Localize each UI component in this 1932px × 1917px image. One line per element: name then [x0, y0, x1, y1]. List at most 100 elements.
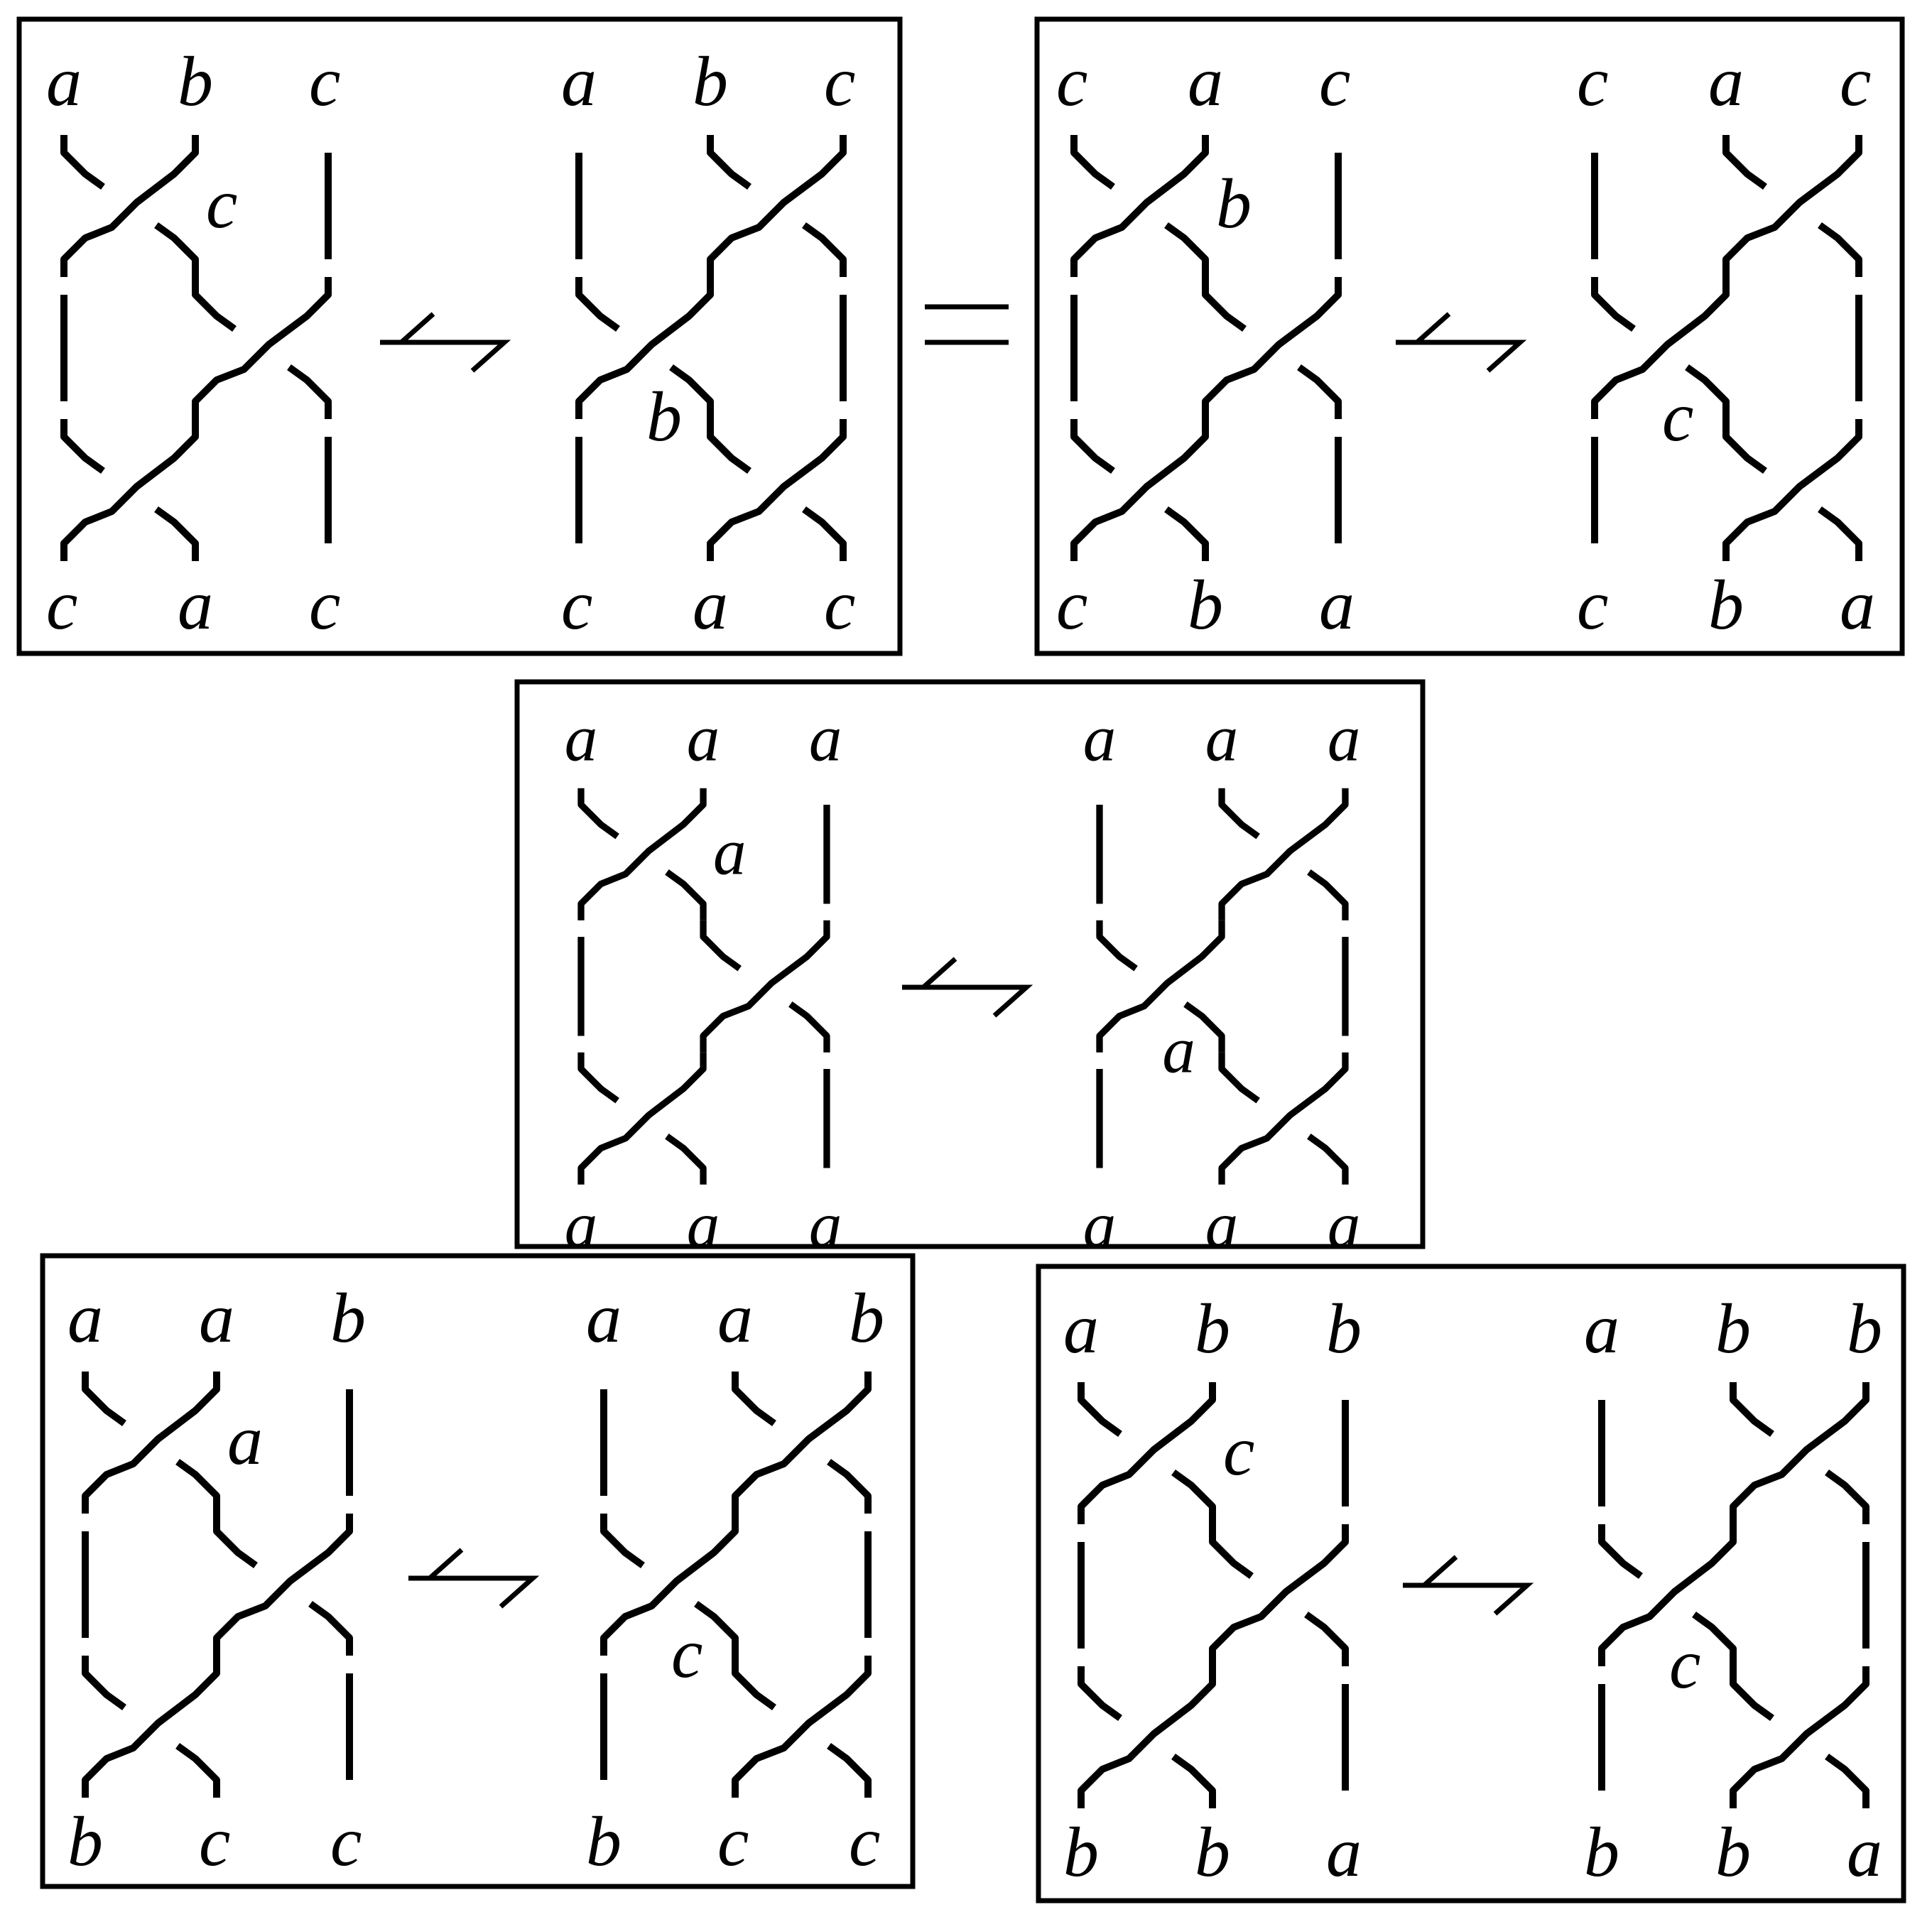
- crossing-1-under-a: [1730, 1382, 1774, 1438]
- panel-top-left-right-bottom-label-2: a: [693, 565, 728, 644]
- panel-top-right-harpoon-arrow-icon: [1396, 312, 1527, 373]
- panel-top-left-right-top-label-3: c: [824, 42, 855, 121]
- panel-middle-left-bottom-label-2: a: [687, 1189, 720, 1262]
- panel-middle-right-top-label-1: a: [1083, 702, 1117, 776]
- crossing-2-under-a: [1209, 1524, 1254, 1580]
- panel-top-left-frame: [16, 16, 903, 656]
- crossing-2-over: [1591, 277, 1730, 419]
- panel-top-right-right-bottom-label-1: c: [1577, 565, 1608, 644]
- crossing-2-under-a: [1598, 1524, 1643, 1580]
- crossing-1-under-a: [707, 135, 751, 190]
- panel-middle-frame: [514, 679, 1426, 1249]
- panel-middle-left-top-label-2: a: [687, 702, 720, 776]
- crossing-3-over: [1078, 1666, 1216, 1808]
- crossing-3-under-a: [1078, 1666, 1122, 1722]
- panel-top-left-left-top-label-3: c: [309, 42, 340, 121]
- crossing-3-under-a: [1722, 419, 1767, 474]
- crossing-1-under-b: [1818, 222, 1862, 277]
- crossing-3-under-a: [60, 419, 105, 474]
- crossing-2-under-a: [192, 277, 237, 332]
- crossing-1-under-b: [827, 1458, 872, 1514]
- crossing-2-over: [1598, 1524, 1737, 1666]
- crossing-2-under-b: [1692, 1611, 1737, 1666]
- panel-top-right-left-bottom-label-2: b: [1188, 565, 1223, 644]
- panel-bottom-left-right-top-label-3: b: [849, 1278, 884, 1357]
- crossing-3-under-a: [1730, 1666, 1774, 1722]
- panel-bottom-left-left-inner-label: a: [227, 1401, 263, 1479]
- crossing-2-over: [1202, 277, 1342, 419]
- panel-bottom-right-right-bottom-label-3: a: [1847, 1813, 1882, 1891]
- panel-bottom-right-left-bottom-label-1: b: [1063, 1813, 1099, 1891]
- panel-top-left-left-top-label-2: b: [178, 42, 213, 121]
- crossing-3-over: [707, 419, 847, 561]
- crossing-3-under-b: [827, 1742, 872, 1798]
- crossing-2-over: [213, 1514, 353, 1656]
- panel-bottom-left-left-top-label-2: a: [199, 1278, 234, 1357]
- crossing-3-under-b: [1164, 506, 1209, 561]
- crossing-1-under-a: [1218, 788, 1260, 840]
- crossing-1-under-a: [577, 788, 619, 840]
- crossing-1-over: [707, 135, 847, 277]
- crossing-3-over: [82, 1656, 220, 1798]
- panel-bottom-left-harpoon-arrow-icon: [408, 1548, 540, 1609]
- crossing-2-under-a: [1096, 920, 1138, 972]
- panel-bottom-right-left-top-label-3: b: [1326, 1289, 1362, 1368]
- panel-top-right-right-top-label-3: c: [1840, 42, 1871, 121]
- panel-top-left-right-inner-label: b: [646, 377, 682, 456]
- panel-middle-harpoon-arrow-icon: [902, 957, 1033, 1018]
- crossing-1-over: [1730, 1382, 1869, 1524]
- panel-bottom-left-frame: [40, 1253, 916, 1889]
- crossing-3-over: [1722, 419, 1862, 561]
- panel-bottom-left-right-inner-label: c: [671, 1614, 702, 1693]
- crossing-2-under-b: [1685, 364, 1730, 419]
- crossing-2-under-a: [1202, 277, 1247, 332]
- panel-bottom-right-right-bottom-label-1: b: [1584, 1813, 1619, 1891]
- crossing-3-under-b: [154, 506, 199, 561]
- panel-bottom-left-right-top-label-2: a: [717, 1278, 753, 1357]
- panel-top-left-left-bottom-label-3: c: [309, 565, 340, 644]
- panel-bottom-left-left-top-label-3: b: [330, 1278, 366, 1357]
- crossing-3-over: [577, 1052, 707, 1185]
- panel-middle-right-bottom-label-3: a: [1328, 1189, 1361, 1262]
- crossing-1-over: [577, 788, 707, 921]
- crossing-1-under-a: [1078, 1382, 1122, 1438]
- crossing-2-under-a: [1591, 277, 1636, 332]
- crossing-1-over: [1070, 135, 1209, 277]
- panel-middle-right-top-label-3: a: [1328, 702, 1361, 776]
- crossing-1-under-a: [60, 135, 105, 190]
- crossing-2-under-b: [1304, 1611, 1349, 1666]
- panel-bottom-right-left-top-label-1: a: [1063, 1289, 1099, 1368]
- panel-bottom-right-harpoon-arrow-icon: [1403, 1555, 1534, 1616]
- panel-bottom-right-left-inner-label: c: [1223, 1411, 1254, 1490]
- panel-top-left-right-bottom-label-3: c: [824, 565, 855, 644]
- panel-bottom-right-right-top-label-3: b: [1847, 1289, 1882, 1368]
- panel-top-right-left-top-label-2: a: [1188, 42, 1223, 121]
- panel-bottom-right-right-top-label-1: a: [1584, 1289, 1619, 1368]
- crossing-3-under-a: [1070, 419, 1115, 474]
- crossing-1-over: [732, 1372, 872, 1514]
- panel-middle-left-inner-label: a: [713, 816, 747, 889]
- crossing-1-under-b: [154, 222, 199, 277]
- crossing-3-under-b: [1307, 1134, 1349, 1185]
- panel-top-right-frame: [1034, 16, 1905, 656]
- panel-top-left-right-top-label-2: b: [693, 42, 728, 121]
- crossing-3-under-a: [707, 419, 751, 474]
- crossing-3-under-a: [1218, 1052, 1260, 1104]
- crossing-3-under-b: [1818, 506, 1862, 561]
- crossing-1-under-b: [665, 869, 707, 921]
- crossing-3-under-b: [1171, 1753, 1216, 1808]
- crossing-2-under-b: [669, 364, 714, 419]
- panel-bottom-left-left-top-label-1: a: [67, 1278, 103, 1357]
- panel-top-right-left-top-label-1: c: [1056, 42, 1087, 121]
